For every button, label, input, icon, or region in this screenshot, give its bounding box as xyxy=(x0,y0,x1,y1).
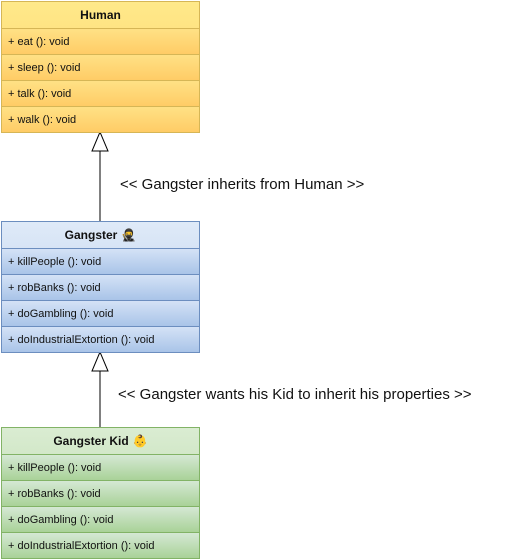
method-rob-banks[interactable]: + robBanks (): void xyxy=(2,274,199,300)
class-gangster-kid[interactable]: Gangster Kid👶 + killPeople (): void + ro… xyxy=(1,427,200,559)
method-kill-people[interactable]: + killPeople (): void xyxy=(2,248,199,274)
class-gangster-kid-title: Gangster Kid👶 xyxy=(2,428,199,454)
class-gangster[interactable]: Gangster🥷 + killPeople (): void + robBan… xyxy=(1,221,200,353)
kid-method-do-gambling[interactable]: + doGambling (): void xyxy=(2,506,199,532)
class-human[interactable]: Human + eat (): void + sleep (): void + … xyxy=(1,1,200,133)
kid-method-rob-banks[interactable]: + robBanks (): void xyxy=(2,480,199,506)
class-gangster-kid-name: Gangster Kid xyxy=(53,434,129,448)
gangster-inherits-human-label: << Gangster inherits from Human >> xyxy=(120,176,365,193)
child-face-icon: 👶 xyxy=(132,434,148,448)
method-eat[interactable]: + eat (): void xyxy=(2,28,199,54)
kid-gangster-inheritance-arrowhead xyxy=(91,350,109,372)
method-talk[interactable]: + talk (): void xyxy=(2,80,199,106)
method-sleep[interactable]: + sleep (): void xyxy=(2,54,199,80)
method-do-industrial-extortion[interactable]: + doIndustrialExtortion (): void xyxy=(2,326,199,352)
class-gangster-name: Gangster xyxy=(64,228,118,242)
kid-method-kill-people[interactable]: + killPeople (): void xyxy=(2,454,199,480)
method-walk[interactable]: + walk (): void xyxy=(2,106,199,132)
class-human-title: Human xyxy=(2,2,199,28)
kid-inherits-gangster-label: << Gangster wants his Kid to inherit his… xyxy=(118,386,472,403)
class-gangster-title: Gangster🥷 xyxy=(2,222,199,248)
ninja-icon: 🥷 xyxy=(121,228,137,242)
class-human-name: Human xyxy=(80,8,121,22)
gangster-human-inheritance-arrowhead xyxy=(91,130,109,152)
kid-method-do-industrial-extortion[interactable]: + doIndustrialExtortion (): void xyxy=(2,532,199,558)
method-do-gambling[interactable]: + doGambling (): void xyxy=(2,300,199,326)
